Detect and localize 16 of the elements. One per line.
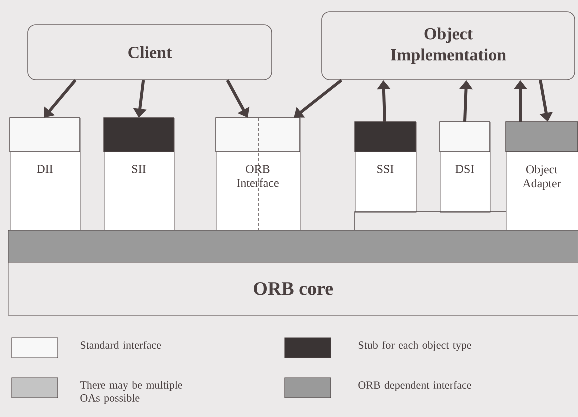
component-box: Client — [28, 24, 272, 80]
interface-block: DII — [10, 118, 81, 231]
interface-block: Object Adapter — [506, 122, 578, 231]
interface-block: DSI — [440, 122, 491, 213]
legend-text: Stub for each object type — [358, 341, 472, 352]
interface-block: SSI — [354, 122, 417, 213]
interface-block: ORB Interface — [216, 118, 301, 231]
arrow — [294, 79, 343, 118]
arrow — [44, 79, 77, 118]
interface-block: SII — [104, 118, 175, 231]
orb-core-box: ORB core — [8, 262, 578, 316]
legend-text: Standard interface — [80, 341, 162, 350]
component-box: Object Implementation — [322, 12, 576, 80]
orb-band — [8, 230, 578, 263]
legend-text: ORB dependent interface — [358, 381, 472, 392]
legend-text: There may be multiple OAs possible — [80, 381, 182, 404]
